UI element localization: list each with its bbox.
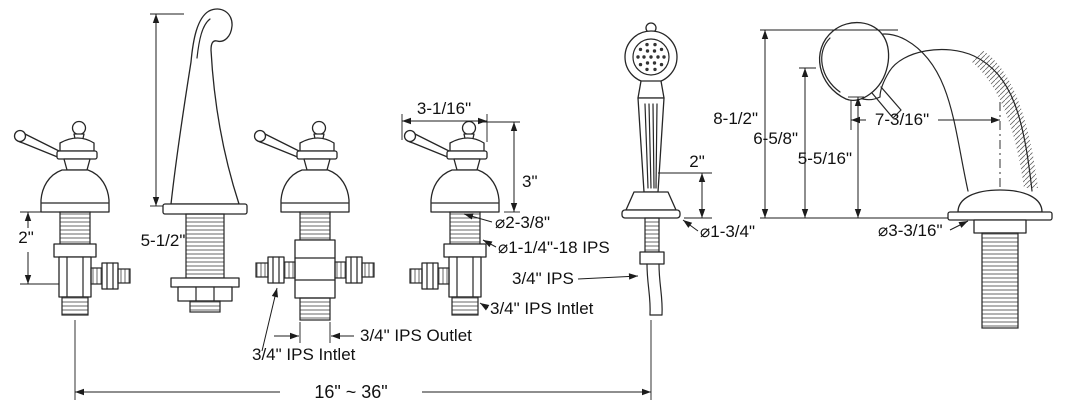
hose-connector-nut	[639, 251, 665, 265]
diverter-left-port	[255, 256, 296, 284]
side-locknut	[973, 219, 1027, 234]
spout-arc-ribbing	[972, 50, 1038, 188]
side-base-flange	[947, 211, 1053, 221]
dim-overall-height: 8-1/2"	[713, 29, 948, 219]
right-valve-body	[443, 211, 487, 316]
diverter-right-port	[334, 256, 375, 284]
dim-label-escutcheon-diameter: ⌀2-3/8"	[495, 213, 550, 232]
dim-label-clearance-height: 5-5/16"	[798, 149, 852, 168]
spout-shank-threads	[185, 213, 225, 279]
shower-face-ring	[632, 38, 670, 76]
dim-outlet-height: 6-5/8"	[753, 67, 816, 218]
left-escutcheon	[40, 169, 110, 213]
diverter-valve-assembly	[253, 120, 375, 321]
dim-supply-size: 3/4" IPS	[512, 269, 639, 288]
side-base-dome	[957, 189, 1043, 213]
left-lever-handle	[13, 120, 98, 171]
shower-grip-ridges	[644, 103, 658, 189]
dim-label-side-base-diameter: ⌀3-3/16"	[878, 221, 942, 240]
docked-shower-face	[821, 37, 841, 93]
left-valve-side-port	[90, 262, 131, 290]
shower-deck-tube	[644, 217, 660, 253]
dim-handle-height: 3"	[478, 121, 538, 213]
dim-diverter-outlet: 3/4" IPS Outlet	[274, 322, 472, 345]
docked-shower-head	[818, 21, 890, 101]
spout-arc-inner	[879, 48, 1033, 192]
dim-label-handshower-base-diameter: ⌀1-3/4"	[700, 222, 755, 241]
shower-dock-cone	[625, 191, 677, 211]
right-valve-side-port	[409, 262, 450, 290]
dim-handle-width: 3-1/16"	[401, 99, 488, 142]
dim-label-handshower-dock-height: 2"	[689, 152, 705, 171]
diverter-body	[294, 211, 336, 321]
side-shank-threads	[981, 232, 1019, 329]
hand-shower-front-view	[621, 22, 681, 316]
dim-label-overall-height: 8-1/2"	[713, 109, 758, 128]
dim-label-handle-width: 3-1/16"	[417, 99, 471, 118]
dim-handshower-dock-height: 2"	[658, 152, 712, 219]
shower-neck	[637, 80, 665, 99]
dim-label-diverter-inlet: 3/4" IPS Intlet	[252, 345, 356, 364]
dim-label-spout-height: 5-1/2"	[141, 231, 186, 250]
left-valve-body	[53, 211, 97, 316]
dim-side-base-diameter: ⌀3-3/16"	[878, 220, 969, 240]
right-lever-handle	[403, 120, 488, 171]
tub-spout-side-view	[818, 21, 1053, 329]
dim-escutcheon-diameter: ⌀2-3/8"	[463, 213, 550, 232]
dim-label-shank-thread: ⌀1-1/4"-18 IPS	[498, 238, 610, 257]
dim-spread-range: 16" ~ 36"	[74, 320, 652, 402]
spout-locknut	[177, 286, 233, 302]
dim-label-spread-range: 16" ~ 36"	[314, 382, 387, 402]
spout-body	[170, 8, 240, 205]
docked-wand-stub	[871, 86, 902, 119]
dim-spout-height: 5-1/2"	[141, 13, 186, 250]
diverter-escutcheon	[280, 169, 350, 213]
dim-label-valve-inlet: 3/4" IPS Intlet	[490, 299, 594, 318]
dim-clearance-height: 5-5/16"	[798, 96, 864, 218]
shower-hose	[646, 263, 651, 316]
dim-label-diverter-outlet: 3/4" IPS Outlet	[360, 326, 472, 345]
dim-label-left-deck-thickness: 2"	[18, 228, 34, 247]
spout-base-flange	[162, 203, 248, 215]
shower-spray-nozzles	[636, 42, 666, 72]
right-valve-assembly	[403, 120, 500, 316]
spout-shank-stub	[189, 300, 221, 313]
spout-washer	[170, 277, 240, 288]
dim-label-supply-size: 3/4" IPS	[512, 269, 574, 288]
dim-label-outlet-height: 6-5/8"	[753, 129, 798, 148]
dim-shank-thread: ⌀1-1/4"-18 IPS	[482, 238, 610, 257]
dim-label-spout-reach: 7-3/16"	[875, 110, 929, 129]
dim-valve-inlet: 3/4" IPS Intlet	[479, 299, 594, 318]
dim-diverter-inlet: 3/4" IPS Intlet	[252, 287, 356, 364]
right-escutcheon	[430, 169, 500, 213]
dim-spout-reach: 7-3/16"	[850, 100, 1000, 130]
dim-handshower-base-diameter: ⌀1-3/4"	[682, 219, 755, 241]
tub-spout-front-view	[162, 8, 248, 313]
shower-dock-flange	[621, 209, 681, 219]
diverter-lever-handle	[253, 120, 338, 171]
dim-label-handle-height: 3"	[522, 172, 538, 191]
left-valve-assembly	[13, 120, 131, 316]
dim-left-deck-thickness: 2"	[18, 211, 59, 285]
